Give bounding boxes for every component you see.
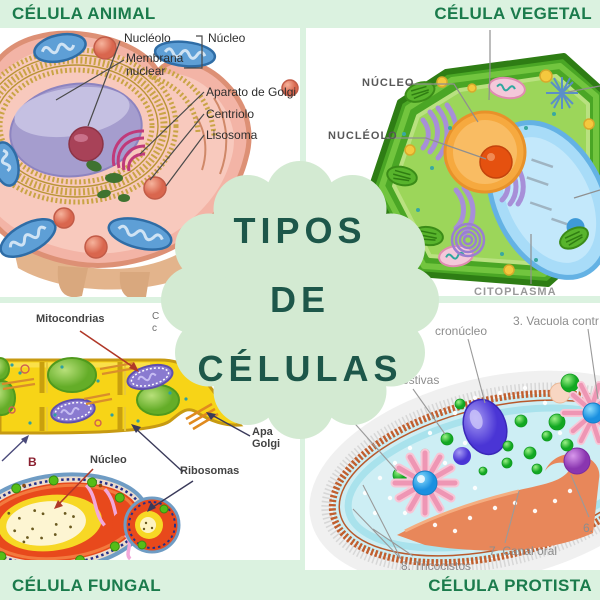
panel-plant-cell: NÚCLEO NUCLÉOLO CITOPLASMA (306, 28, 600, 296)
label-tricocistos: 8. Tricocistos (401, 559, 472, 570)
label-nucleo: Núcleo (90, 454, 127, 466)
label-aparato-partial: Apa (252, 426, 273, 438)
fungal-mitochondria (50, 363, 174, 424)
leader-lines (332, 328, 599, 560)
label-citoplasma: CITOPLASMA (474, 286, 557, 296)
mitochondria (0, 32, 217, 258)
oral-groove (397, 453, 600, 551)
center-blob (161, 161, 439, 439)
animal-cell-illustration (0, 30, 299, 297)
label-ribosomas: Ribosomas (180, 465, 240, 477)
chloroplasts (386, 81, 589, 250)
golgi-apparatus (450, 222, 486, 258)
digestive-vacuoles (392, 373, 580, 483)
plant-cell-illustration (369, 30, 600, 287)
label-partial-c1: C (152, 311, 160, 322)
title-line-3: CÉLULAS (197, 348, 403, 389)
panel-animal-cell: Nucléolo Núcleo Membrana nuclear Aparato… (0, 28, 300, 297)
label-membrana-nuclear: Membrana nuclear (126, 51, 184, 78)
header-celula-animal: CÉLULA ANIMAL (12, 4, 156, 23)
protist-cell-illustration (309, 328, 600, 570)
panel-protist-cell: cronúcleo 3. Vacuola contr estivas 7. Ca… (305, 303, 600, 570)
macronucleus (462, 398, 508, 456)
label-partial-c2: c (152, 323, 157, 334)
label-nucleolo: Nucléolo (124, 31, 171, 45)
purple-vesicle (563, 447, 591, 475)
nucleus (9, 82, 143, 178)
label-macronucleo-partial: cronúcleo (435, 324, 488, 338)
contractile-vacuole-2 (560, 381, 600, 445)
label-centriolo: Centriolo (206, 107, 255, 121)
nucleus (443, 110, 527, 194)
speckles (8, 363, 188, 427)
golgi-apparatus (111, 129, 146, 172)
poster-title: TIPOS DE CÉLULAS (150, 196, 450, 403)
header-celula-protista: CÉLULA PROTISTA (428, 576, 592, 595)
header-celula-vegetal: CÉLULA VEGETAL (434, 4, 592, 23)
pointer-arrows (1, 330, 251, 512)
nucleolus (479, 145, 513, 179)
title-line-1: TIPOS (233, 210, 367, 251)
label-lisosoma: Lisosoma (206, 128, 258, 142)
label-vacuola-contractil: 3. Vacuola contr (513, 314, 599, 328)
contractile-vacuole (390, 448, 460, 518)
label-golgi: Golgi (252, 438, 281, 450)
label-canal-oral: 7. Canal oral (489, 544, 558, 558)
label-nucleo: Núcleo (208, 31, 246, 45)
label-b: B (28, 455, 37, 469)
label-6-partial: 6. (583, 521, 594, 535)
lysosomes (53, 36, 299, 259)
vesicles (402, 69, 595, 276)
yeast-cell (0, 472, 181, 560)
fungal-er (1, 361, 137, 406)
yeast-bud (123, 496, 181, 554)
label-aparato-golgi: Aparato de Golgi (206, 85, 297, 99)
leader-lines (55, 35, 205, 187)
leader-lines (386, 30, 600, 284)
spindle-fibers (546, 77, 578, 109)
title-line-2: DE (269, 279, 330, 320)
label-nucleolo: NUCLÉOLO (328, 130, 398, 142)
fungal-cell-illustration (0, 330, 251, 560)
header-celula-fungal: CÉLULA FUNGAL (12, 576, 162, 595)
label-mitocondrias: Mitocondrias (36, 313, 105, 325)
nucleolus (68, 126, 104, 162)
label-nucleo: NÚCLEO (362, 77, 415, 89)
micronucleus (453, 447, 471, 465)
ribosomes (86, 160, 130, 202)
